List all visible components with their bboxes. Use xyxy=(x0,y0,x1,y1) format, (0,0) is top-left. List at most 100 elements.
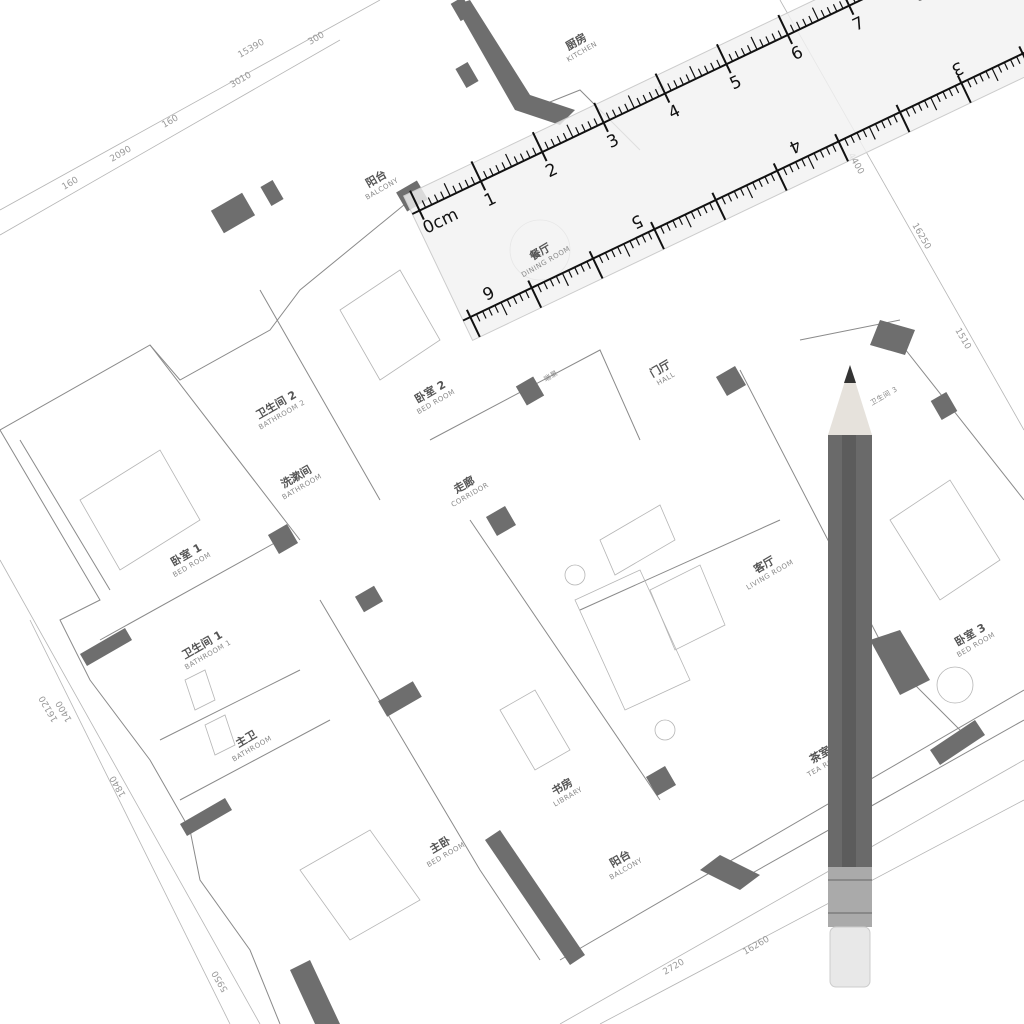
svg-text:卫生间 3: 卫生间 3 xyxy=(868,384,899,407)
ruler-tick xyxy=(789,24,795,33)
bed-icon xyxy=(299,829,421,941)
pencil-eraser xyxy=(829,926,871,988)
dim-top-c: 2090 xyxy=(109,144,134,164)
room-foyer: 端景 xyxy=(542,368,559,383)
ruler-tick xyxy=(685,74,691,83)
ruler-tick xyxy=(475,313,481,322)
ruler-tick xyxy=(464,179,470,188)
ruler-tick xyxy=(580,264,585,272)
pencil[interactable] xyxy=(828,365,872,988)
ruler-tick xyxy=(771,33,777,42)
toilet-icon xyxy=(204,714,236,756)
ruler-tick xyxy=(802,18,807,27)
ruler-tick xyxy=(512,296,518,305)
dim-bottom-a: 2720 xyxy=(662,957,687,977)
ruler-tick xyxy=(526,150,531,159)
ruler-tick xyxy=(672,220,677,228)
ruler-tick xyxy=(856,132,861,141)
ruler-tick xyxy=(948,88,954,97)
ruler-tick xyxy=(567,269,573,278)
ruler-tick xyxy=(1003,62,1009,70)
ruler-tick xyxy=(532,147,537,156)
ruler-tick xyxy=(642,94,648,103)
ruler-tick xyxy=(956,75,972,104)
ruler-tick xyxy=(750,36,758,50)
ruler-tick xyxy=(673,80,678,88)
ruler-tick xyxy=(465,309,481,338)
ruler-tick xyxy=(470,176,476,185)
ruler-tick xyxy=(427,197,433,205)
ruler-tick xyxy=(635,237,641,246)
coffee-table-icon xyxy=(649,564,726,651)
ruler-tick xyxy=(495,165,500,173)
ruler-tick xyxy=(795,161,800,170)
ruler-tick xyxy=(660,226,665,234)
ruler-tick xyxy=(409,190,425,221)
ruler-tick xyxy=(777,14,793,45)
ruler-tick xyxy=(618,106,623,115)
ruler-tick xyxy=(893,114,898,123)
ruler-tick xyxy=(831,144,837,152)
bed-icon xyxy=(339,269,441,381)
ruler-tick xyxy=(588,250,604,279)
ruler-tick xyxy=(758,179,763,187)
ruler-tick xyxy=(1016,56,1021,65)
ruler-tick xyxy=(930,97,938,111)
ruler-tick xyxy=(868,126,876,140)
pencil-tip-wood xyxy=(828,365,872,435)
dim-top-e: 160 xyxy=(61,175,81,192)
ruler-tick xyxy=(549,278,555,287)
ruler-tick xyxy=(641,234,647,243)
ruler-tick xyxy=(759,39,764,47)
ruler-tick xyxy=(807,155,815,169)
ruler-tick xyxy=(550,138,556,147)
ruler-tick xyxy=(581,124,586,132)
ruler-tick xyxy=(985,70,990,79)
ruler-tick xyxy=(764,176,769,185)
ruler-tick xyxy=(574,267,579,275)
room-bathroom-3: 卫生间 3 xyxy=(868,384,899,407)
ruler-tick xyxy=(838,0,855,16)
ruler-tick xyxy=(506,299,512,308)
ruler-tick xyxy=(850,135,855,144)
ruler-tick xyxy=(745,185,754,199)
ruler-tick xyxy=(832,4,838,12)
ruler-tick xyxy=(813,152,819,161)
ruler-tick xyxy=(711,192,727,221)
ruler-tick xyxy=(704,65,709,74)
ruler-tick xyxy=(527,280,543,309)
ruler-tick xyxy=(954,85,960,94)
dim-bottom-total: 16260 xyxy=(742,934,772,957)
ruler-tick xyxy=(505,153,513,167)
ruler-tick xyxy=(650,221,665,250)
ruler-tick xyxy=(690,211,696,220)
ruler-tick xyxy=(489,167,494,176)
ruler-tick xyxy=(689,65,697,80)
ruler-tick xyxy=(513,156,519,165)
ruler-tick xyxy=(610,249,616,258)
dim-right-b: 1510 xyxy=(952,327,972,352)
ruler-tick xyxy=(666,223,671,231)
ruler-tick xyxy=(709,202,714,211)
ruler-tick xyxy=(488,308,493,316)
ruler-tick xyxy=(979,73,984,82)
ruler-tick xyxy=(494,305,499,313)
ruler-tick xyxy=(716,43,732,74)
ruler-tick xyxy=(543,281,548,290)
ruler-tick xyxy=(605,112,611,121)
ruler-tick xyxy=(710,62,715,71)
ruler-tick xyxy=(966,79,972,88)
ruler-tick xyxy=(834,133,849,162)
ruler-tick xyxy=(647,231,653,240)
ruler-tick xyxy=(519,153,525,162)
ruler-tick xyxy=(881,120,886,129)
ruler-tick xyxy=(808,15,813,24)
ruler-tick xyxy=(844,138,849,146)
